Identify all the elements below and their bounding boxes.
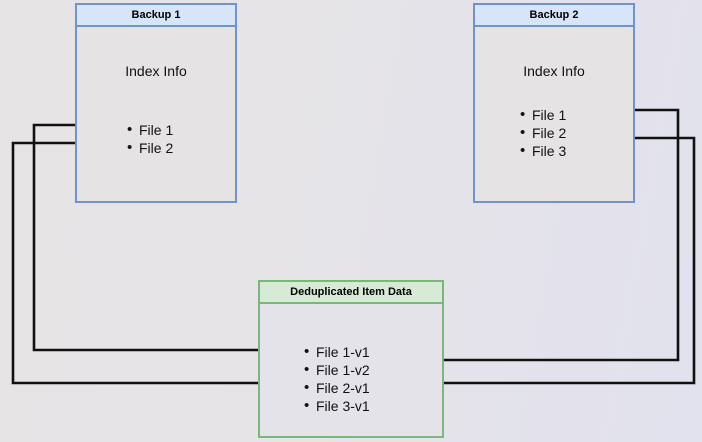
bullet-icon: • bbox=[127, 139, 133, 156]
bullet-icon: • bbox=[304, 397, 310, 414]
bullet-icon: • bbox=[520, 106, 526, 123]
backup-1-title: Backup 1 bbox=[77, 5, 235, 27]
list-item[interactable]: • File 1-v2 bbox=[304, 361, 370, 379]
file-label: File 1 bbox=[139, 122, 174, 138]
backup-1-body: Index Info • File 1 • File 2 bbox=[77, 27, 235, 201]
file-label: File 2-v1 bbox=[316, 380, 370, 396]
list-item[interactable]: • File 3-v1 bbox=[304, 397, 370, 415]
deduplicated-item-data-box[interactable]: Deduplicated Item Data • File 1-v1 • File … bbox=[258, 280, 444, 438]
backup-2-title: Backup 2 bbox=[475, 5, 633, 27]
list-item[interactable]: • File 1-v1 bbox=[304, 343, 370, 361]
bullet-icon: • bbox=[520, 124, 526, 141]
file-label: File 1-v1 bbox=[316, 344, 370, 360]
deduplicated-item-list: • File 1-v1 • File 1-v2 • File 2-v1 • File 3… bbox=[304, 343, 370, 415]
backup-1-file-list: • File 1 • File 2 bbox=[127, 121, 173, 157]
backup-2-body: Index Info • File 1 • File 2 • File 3 bbox=[475, 27, 633, 201]
bullet-icon: • bbox=[127, 121, 133, 138]
backup-2-file-list: • File 1 • File 2 • File 3 bbox=[520, 106, 566, 160]
backup-1-index-label: Index Info bbox=[125, 63, 187, 79]
list-item[interactable]: • File 3 bbox=[520, 142, 566, 160]
list-item[interactable]: • File 2 bbox=[520, 124, 566, 142]
list-item[interactable]: • File 1 bbox=[520, 106, 566, 124]
backup-2-box[interactable]: Backup 2 Index Info • File 1 • File 2 • Fil… bbox=[473, 3, 635, 203]
bullet-icon: • bbox=[304, 361, 310, 378]
backup-2-index-label: Index Info bbox=[523, 63, 585, 79]
file-label: File 1 bbox=[532, 107, 567, 123]
backup-1-box[interactable]: Backup 1 Index Info • File 1 • File 2 bbox=[75, 3, 237, 203]
file-label: File 2 bbox=[532, 125, 567, 141]
list-item[interactable]: • File 2-v1 bbox=[304, 379, 370, 397]
file-label: File 1-v2 bbox=[316, 362, 370, 378]
file-label: File 2 bbox=[139, 140, 174, 156]
file-label: File 3-v1 bbox=[316, 398, 370, 414]
deduplicated-item-data-title: Deduplicated Item Data bbox=[260, 282, 442, 304]
bullet-icon: • bbox=[304, 343, 310, 360]
list-item[interactable]: • File 2 bbox=[127, 139, 173, 157]
list-item[interactable]: • File 1 bbox=[127, 121, 173, 139]
bullet-icon: • bbox=[520, 142, 526, 159]
deduplicated-item-data-body: • File 1-v1 • File 1-v2 • File 2-v1 • File 3… bbox=[260, 304, 442, 436]
file-label: File 3 bbox=[532, 143, 567, 159]
bullet-icon: • bbox=[304, 379, 310, 396]
